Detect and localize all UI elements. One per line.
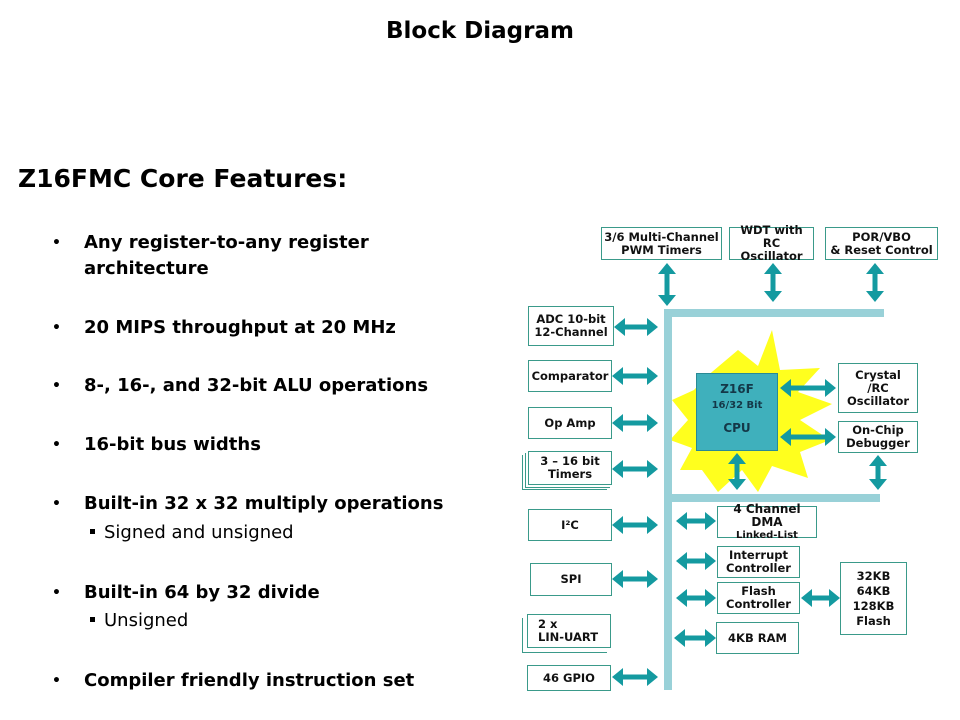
feature-text: 16-bit bus widths <box>84 434 261 455</box>
pwm-arrow <box>658 263 676 306</box>
op-amp-arrow <box>612 414 658 432</box>
op-amp-block: Op Amp <box>528 407 612 439</box>
bullet-icon: • <box>52 673 61 689</box>
sub-feature-item: Unsigned <box>90 609 188 633</box>
feature-text-line1: Any register-to-any register <box>84 232 369 253</box>
spi-block: SPI <box>530 563 612 596</box>
bullet-icon: • <box>52 235 61 251</box>
debugger-arrow <box>780 428 836 446</box>
bullet-icon: • <box>52 496 61 512</box>
bullet-icon: • <box>52 437 61 453</box>
bus-top <box>664 309 884 317</box>
spi-arrow <box>612 570 658 588</box>
feature-text: Built-in 32 x 32 multiply operations <box>84 493 444 514</box>
debugger-bus-arrow <box>869 455 887 490</box>
uart-stack-shadow <box>522 618 607 653</box>
timers-arrow <box>612 460 658 478</box>
dma-title: 4 Channel DMA <box>733 501 801 529</box>
i2c-block: I²C <box>528 509 612 541</box>
bullet-icon: • <box>52 378 61 394</box>
slide-title: Block Diagram <box>386 18 574 44</box>
ram-arrow <box>674 629 716 647</box>
flash-memory-arrow <box>801 589 840 607</box>
pwm-timers-block: 3/6 Multi-Channel PWM Timers <box>601 227 722 260</box>
bus-middle <box>664 494 880 502</box>
interrupt-controller-block: Interrupt Controller <box>717 546 800 578</box>
feature-text: 8-, 16-, and 32-bit ALU operations <box>84 375 429 396</box>
feature-text: Built-in 64 by 32 divide <box>84 582 320 603</box>
cpu-block: Z16F 16/32 Bit CPU <box>696 373 778 451</box>
sub-feature-text: Signed and unsigned <box>104 522 294 543</box>
bullet-icon: • <box>52 585 61 601</box>
cpu-name: Z16F <box>720 382 754 396</box>
timers-block: 3 – 16 bit Timers <box>528 451 612 485</box>
dma-block: 4 Channel DMA Linked-List <box>717 501 817 541</box>
feature-text-line2: architecture <box>84 258 209 279</box>
i2c-arrow <box>612 516 658 534</box>
lin-uart-block: 2 x LIN-UART <box>527 614 611 648</box>
por-arrow <box>866 263 884 302</box>
timers-stack-shadow <box>522 455 607 490</box>
dma-subtitle: Linked-List <box>736 529 798 541</box>
adc-arrow <box>614 318 658 336</box>
cpu-bus-arrow <box>728 453 746 490</box>
feature-text: 20 MIPS throughput at 20 MHz <box>84 317 396 338</box>
section-heading: Z16FMC Core Features: <box>18 164 348 193</box>
gpio-arrow <box>612 668 658 686</box>
cpu-label: CPU <box>723 421 751 435</box>
flash-memory-block: 32KB 64KB 128KB Flash <box>840 562 907 635</box>
flash-controller-arrow <box>676 589 716 607</box>
oscillator-block: Crystal /RC Oscillator <box>838 363 918 413</box>
wdt-block: WDT with RC Oscillator <box>729 224 814 263</box>
debugger-block: On-Chip Debugger <box>838 421 918 453</box>
ram-block: 4KB RAM <box>716 622 799 654</box>
flash-controller-block: Flash Controller <box>717 582 800 614</box>
square-bullet-icon <box>90 528 95 534</box>
interrupt-arrow <box>676 552 716 570</box>
comparator-block: Comparator <box>528 360 612 392</box>
por-vbo-block: POR/VBO & Reset Control <box>825 227 938 260</box>
wdt-arrow <box>764 263 782 302</box>
cpu-width: 16/32 Bit <box>711 400 763 411</box>
square-bullet-icon <box>90 616 95 622</box>
comparator-arrow <box>612 367 658 385</box>
timers-stack-shadow <box>525 453 610 488</box>
sub-feature-item: Signed and unsigned <box>90 521 294 545</box>
dma-arrow <box>676 512 716 530</box>
adc-block: ADC 10-bit 12-Channel <box>528 306 614 346</box>
gpio-block: 46 GPIO <box>527 665 611 691</box>
sub-feature-text: Unsigned <box>104 610 189 631</box>
oscillator-arrow <box>780 379 836 397</box>
bullet-icon: • <box>52 320 61 336</box>
feature-text: Compiler friendly instruction set <box>84 670 415 691</box>
